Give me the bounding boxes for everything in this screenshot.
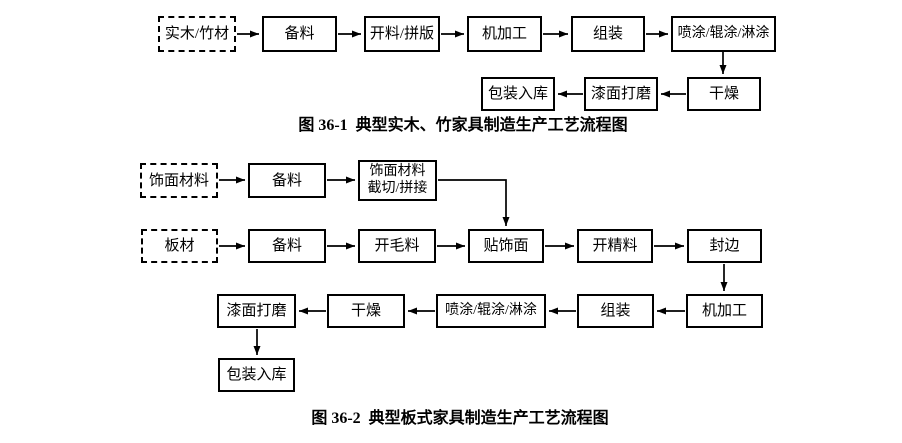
flow-node-label: 备料 <box>271 172 302 189</box>
flow-node-label: 组装 <box>600 303 631 319</box>
flow-node-label: 备料 <box>271 238 302 254</box>
flow-node-label: 包装入库 <box>226 367 287 383</box>
flow-node-paint-sanding-2: 漆面打磨 <box>217 294 296 328</box>
flow-node-coating-2: 喷涂/辊涂/淋涂 <box>436 294 546 328</box>
flow-node-label: 干燥 <box>708 86 739 102</box>
flow-node-assembly-2: 组装 <box>577 294 654 328</box>
flow-node-veneer-material-input: 饰面材料 <box>140 163 218 198</box>
flow-node-drying-2: 干燥 <box>327 294 405 328</box>
flow-node-label: 饰面材料 <box>148 172 209 189</box>
flow-node-edge-banding: 封边 <box>687 229 762 263</box>
flow-node-label: 贴饰面 <box>483 238 529 254</box>
flow-node-preparation: 备料 <box>262 16 337 52</box>
flow-node-label: 实木/竹材 <box>164 26 230 42</box>
flow-node-label: 喷涂/辊涂/淋涂 <box>677 25 770 41</box>
flow-node-veneer-preparation: 备料 <box>248 163 326 198</box>
flow-node-label: 机加工 <box>481 26 527 42</box>
flow-node-drying: 干燥 <box>687 77 761 111</box>
flow-node-paint-sanding: 漆面打磨 <box>584 77 658 111</box>
flow-node-label: 机加工 <box>701 303 747 319</box>
flow-node-label: 组装 <box>592 26 623 42</box>
flow-node-assembly: 组装 <box>571 16 645 52</box>
flow-node-label: 封边 <box>709 238 740 254</box>
flow-node-label: 板材 <box>164 238 195 254</box>
flow-node-veneer-cutting-splicing: 饰面材料 截切/拼接 <box>358 160 437 201</box>
flow-node-label: 开料/拼版 <box>369 26 435 42</box>
flow-node-label: 漆面打磨 <box>590 86 651 102</box>
flow-node-label: 喷涂/辊涂/淋涂 <box>445 302 537 318</box>
flow-node-panel-preparation: 备料 <box>248 229 326 263</box>
flow-node-label: 备料 <box>284 26 315 42</box>
flow-node-coating: 喷涂/辊涂/淋涂 <box>671 16 776 52</box>
flow-node-label: 饰面材料 截切/拼接 <box>367 163 428 196</box>
flow-node-label: 开精料 <box>592 238 638 254</box>
flow-node-label: 开毛料 <box>374 238 420 254</box>
flow-node-machining-2: 机加工 <box>686 294 763 328</box>
figure2-caption: 图 36-2 典型板式家具制造生产工艺流程图 <box>311 410 609 427</box>
flow-node-rough-cutting: 开毛料 <box>358 229 436 263</box>
flow-node-material-input: 实木/竹材 <box>158 16 236 52</box>
flow-node-cutting-panelizing: 开料/拼版 <box>364 16 440 52</box>
flow-node-veneer-laminating: 贴饰面 <box>468 229 544 263</box>
flow-node-packing-warehousing-2: 包装入库 <box>218 358 295 392</box>
flow-node-fine-cutting: 开精料 <box>577 229 653 263</box>
flow-node-panel-material-input: 板材 <box>141 229 218 263</box>
figure1-caption: 图 36-1 典型实木、竹家具制造生产工艺流程图 <box>298 117 628 134</box>
flow-node-packing-warehousing: 包装入库 <box>481 77 555 111</box>
flow-arrow-elbow <box>438 179 510 226</box>
flow-node-machining: 机加工 <box>467 16 542 52</box>
flow-node-label: 漆面打磨 <box>226 303 287 319</box>
flow-node-label: 干燥 <box>350 303 381 319</box>
flow-node-label: 包装入库 <box>487 86 548 102</box>
